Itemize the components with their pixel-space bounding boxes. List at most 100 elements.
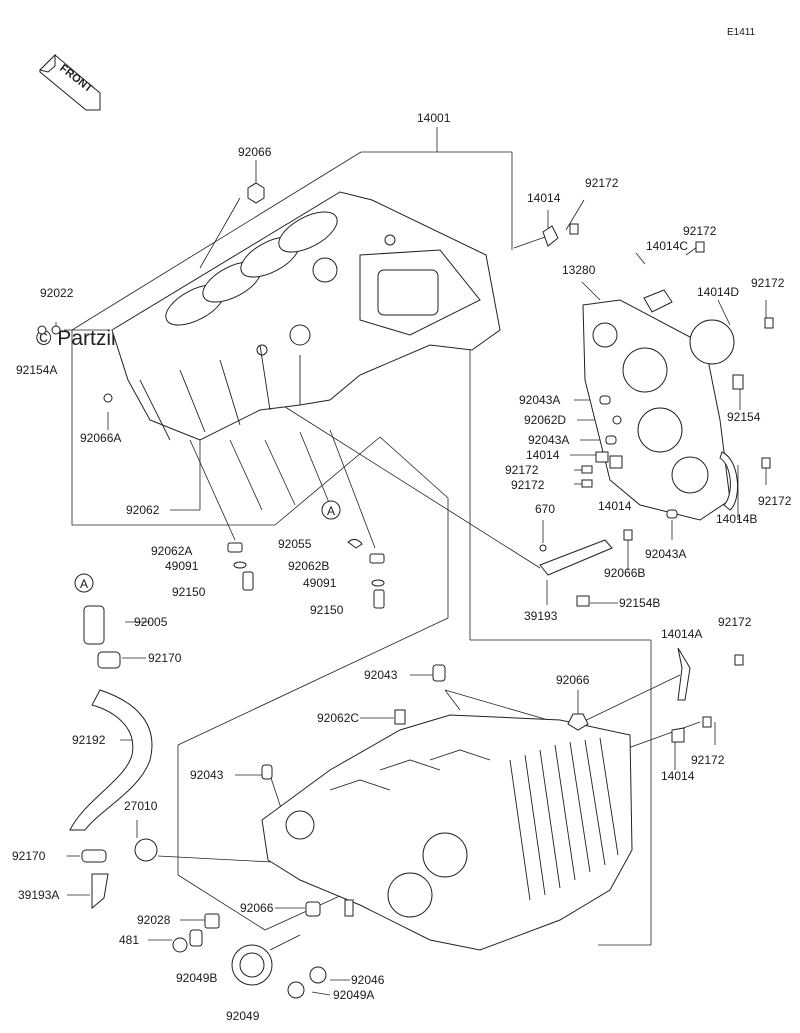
part-label: 481: [119, 933, 139, 947]
lower-crankcase: [261, 714, 633, 951]
part-label: 92066: [240, 901, 274, 915]
callout-letter: A: [80, 577, 88, 591]
jet-bolt-icon: [242, 571, 254, 591]
part-label: 92049A: [333, 988, 374, 1002]
nut-icon: [247, 182, 265, 204]
collar-icon: [204, 913, 220, 929]
part-labels: 14001 92066 92022 92154A 92066A 92062 92…: [12, 111, 792, 1023]
part-label: 92005: [134, 615, 168, 629]
front-arrow-icon: FRONT: [39, 53, 101, 111]
part-label: 13280: [562, 263, 596, 277]
nut-icon: [305, 901, 321, 917]
part-label: 92055: [278, 537, 312, 551]
part-label: 92172: [718, 615, 752, 629]
part-label: 92043A: [528, 433, 569, 447]
clip-icon: [347, 538, 363, 549]
jet-bolt-icon: [373, 589, 385, 609]
part-label: 92170: [12, 849, 46, 863]
right-cover-parts: [539, 223, 774, 607]
bolt-icon: [623, 529, 633, 541]
part-label: 92062C: [317, 711, 359, 725]
part-label: 14014: [526, 448, 560, 462]
bracket-icon: [609, 455, 623, 469]
plate-icon: [643, 289, 673, 313]
part-label: 92066: [556, 673, 590, 687]
bolt-icon: [764, 317, 774, 329]
part-label: 92154B: [619, 596, 660, 610]
gasket-icon: [689, 319, 735, 365]
part-label: 92043: [364, 668, 398, 682]
bolt-icon: [761, 457, 771, 469]
bracket-icon: [671, 727, 685, 743]
part-label: 14014D: [697, 285, 739, 299]
breather-icon: [134, 838, 158, 862]
part-label: 92154: [727, 410, 761, 424]
part-label: 14014: [598, 499, 632, 513]
part-label: 92062B: [288, 559, 329, 573]
part-label: 92150: [172, 585, 206, 599]
clamp-icon: [97, 651, 121, 669]
part-label: 92062D: [524, 413, 566, 427]
part-label: 92049B: [176, 971, 217, 985]
dowel-icon: [599, 395, 611, 405]
lower-small-parts: [172, 647, 744, 999]
part-label: 92066B: [604, 566, 645, 580]
bolt-icon: [581, 465, 593, 474]
bolt-icon: [732, 374, 744, 390]
part-label: 92172: [511, 478, 545, 492]
part-label: 92066: [238, 145, 272, 159]
part-label: 92066A: [80, 431, 121, 445]
part-label: 92172: [691, 753, 725, 767]
part-label: 92022: [40, 286, 74, 300]
bracket-icon: [677, 647, 691, 701]
dowel-icon: [369, 553, 385, 564]
oil-pipe-icon: [539, 539, 613, 576]
nut-icon: [567, 713, 589, 731]
part-label: 92062A: [151, 544, 192, 558]
upper-small-parts: [37, 182, 385, 910]
part-label: 92043A: [519, 393, 560, 407]
part-label: 14014C: [646, 239, 688, 253]
dowel-icon: [261, 764, 273, 780]
bolt-icon: [695, 241, 705, 253]
oil-seal-icon: [309, 966, 327, 984]
part-label: 92172: [585, 176, 619, 190]
part-label: 14014: [527, 191, 561, 205]
part-label: 27010: [124, 799, 158, 813]
clip-icon: [719, 451, 739, 511]
part-label: 14014B: [716, 512, 757, 526]
diagram-code: E1411: [727, 27, 756, 38]
oring-icon: [539, 544, 547, 552]
bolt-icon: [581, 479, 593, 488]
pipe-icon: [83, 605, 105, 645]
pipe-elbow-icon: [91, 873, 109, 910]
oring-icon: [612, 415, 622, 425]
bearing-icon: [189, 929, 203, 947]
clip-icon: [344, 899, 354, 917]
part-label: 92170: [148, 651, 182, 665]
part-label: 92154A: [16, 363, 57, 377]
callout-letter: A: [327, 504, 335, 518]
part-label: 49091: [165, 559, 199, 573]
part-label: 39193A: [18, 888, 59, 902]
bolt-icon: [734, 654, 744, 666]
dowel-icon: [394, 709, 406, 725]
part-label: 92028: [137, 913, 171, 927]
washer-icon: [51, 325, 61, 335]
leader-lines: [55, 127, 767, 996]
part-label: 670: [535, 502, 555, 516]
upper-crankcase: [111, 191, 501, 441]
part-label: 92172: [683, 224, 717, 238]
bracket-icon: [595, 451, 609, 463]
part-label: 39193: [524, 609, 558, 623]
part-label: 92172: [758, 494, 792, 508]
callout-a-lower: A: [74, 573, 94, 593]
part-label: 92043: [190, 768, 224, 782]
part-label: 92049: [226, 1009, 260, 1023]
part-label: 92043A: [645, 547, 686, 561]
nut-icon: [103, 393, 113, 403]
bolt-icon: [576, 595, 590, 607]
part-label: 92192: [72, 733, 106, 747]
bolt-icon: [37, 325, 47, 335]
